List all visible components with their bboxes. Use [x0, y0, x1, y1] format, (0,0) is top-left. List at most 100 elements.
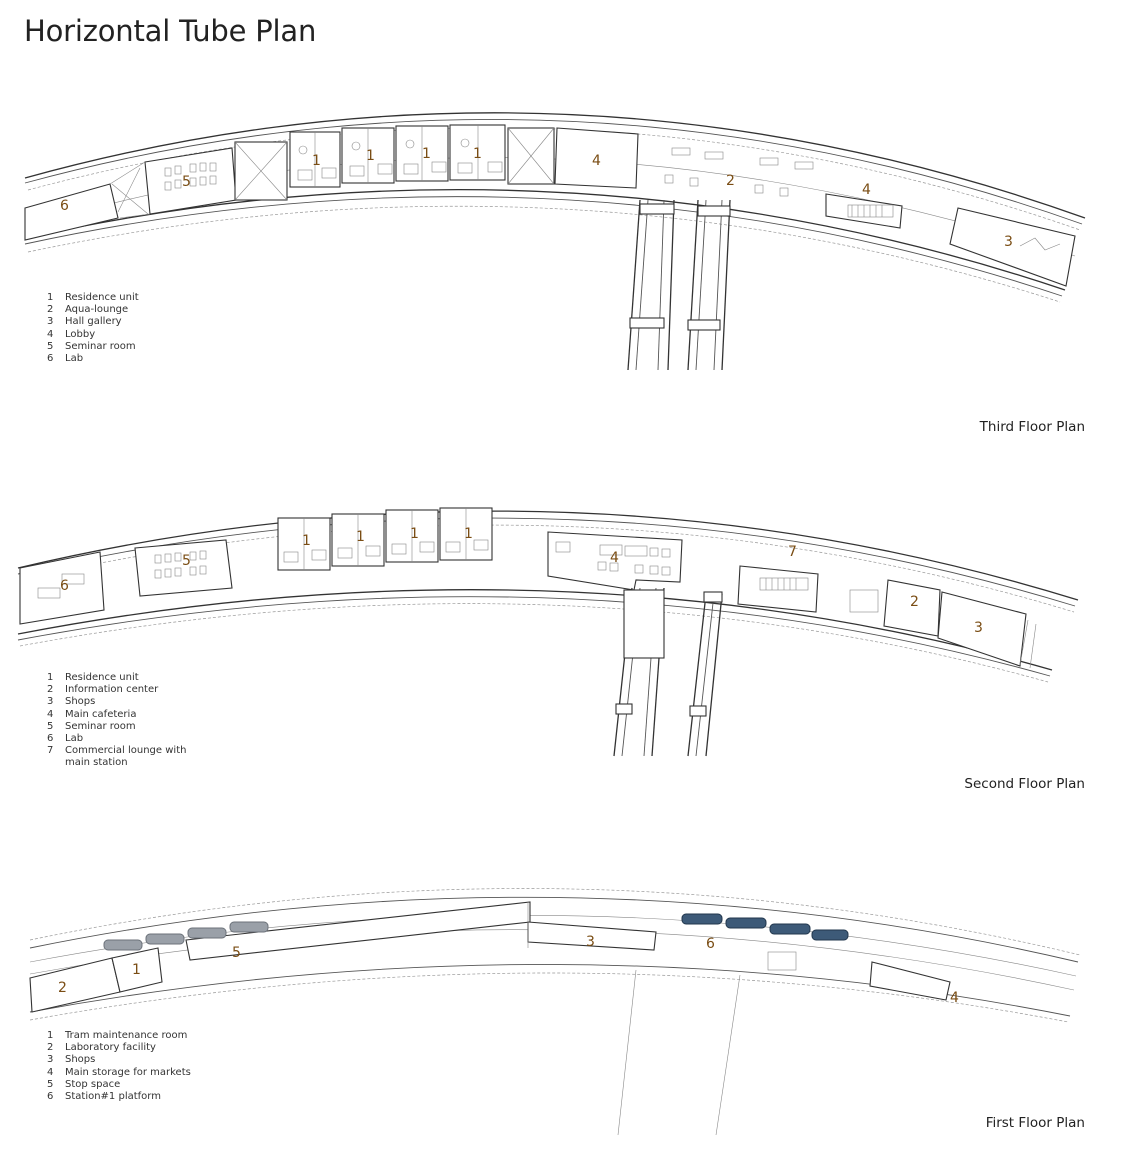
room-label: 6 [60, 198, 69, 214]
first-floor-legend: 1 Tram maintenance room 2 Laboratory facili… [47, 1030, 191, 1103]
room-label: 7 [788, 544, 797, 560]
shops-room [937, 591, 1027, 667]
legend-label: Commercial lounge with [65, 745, 187, 757]
room-label: 5 [182, 553, 191, 569]
legend-label: Lab [65, 353, 84, 365]
legend-label: Tram maintenance room [65, 1030, 188, 1041]
legend-number: 2 [47, 1042, 54, 1054]
room-label: 1 [312, 153, 321, 169]
room-label: 4 [862, 182, 871, 198]
room-label: 2 [910, 594, 919, 610]
legend-item: 3 Shops [47, 1054, 191, 1066]
legend-label: Shops [65, 696, 96, 708]
room-label: 1 [132, 962, 141, 978]
legend-item: 1 Tram maintenance room [47, 1030, 191, 1042]
legend-number: 7 [47, 745, 54, 757]
second-floor-plan: 6 5 1 1 1 1 4 7 2 3 [17, 507, 1079, 757]
first-floor-plan: 2 1 5 3 6 4 [29, 888, 1081, 1136]
tram-blue [681, 913, 849, 941]
legend-item: 6 Station#1 platform [47, 1091, 191, 1103]
second-floor-caption: Second Floor Plan [964, 776, 1085, 792]
legend-label: Seminar room [65, 720, 136, 732]
legend-item: 5 Seminar room [47, 341, 139, 353]
legend-label: Main storage for markets [65, 1066, 191, 1078]
room-label: 3 [1004, 234, 1013, 250]
legend-number: 6 [47, 1091, 54, 1103]
legend-label: Stop space [65, 1078, 121, 1090]
room-label: 4 [610, 550, 619, 566]
legend-number: 1 [47, 292, 54, 303]
legend-item: 4 Main storage for markets [47, 1067, 191, 1079]
lab-room [19, 551, 105, 625]
tram-grey [103, 921, 269, 951]
legend-label: Station#1 platform [65, 1091, 161, 1103]
legend-number: 3 [47, 316, 54, 328]
legend-number: 5 [47, 720, 54, 732]
legend-item: 5 Seminar room [47, 721, 186, 733]
cafeteria-room [547, 531, 683, 591]
legend-label: Residence unit [65, 292, 139, 303]
legend-item: 6 Lab [47, 733, 186, 745]
legend-label: Laboratory facility [65, 1042, 156, 1054]
residence-units [277, 507, 493, 571]
room-label: 2 [726, 173, 735, 189]
legend-label: Seminar room [65, 340, 136, 352]
legend-label: Hall gallery [65, 316, 122, 328]
main-storage-room [869, 961, 951, 1001]
room-label: 3 [586, 934, 595, 950]
room-label: 1 [366, 148, 375, 164]
page-title: Horizontal Tube Plan [24, 14, 317, 48]
third-floor-caption: Third Floor Plan [979, 419, 1085, 435]
room-label: 5 [232, 945, 241, 961]
hall-gallery-room [949, 207, 1076, 287]
legend-number: 6 [47, 733, 54, 745]
legend-item: main station [47, 757, 186, 769]
room-label: 1 [356, 529, 365, 545]
legend-item: 7 Commercial lounge with [47, 745, 186, 757]
legend-number: 3 [47, 696, 54, 708]
room-label: 1 [464, 526, 473, 542]
first-floor-caption: First Floor Plan [985, 1115, 1085, 1131]
legend-label: Lab [65, 733, 84, 745]
legend-item: 5 Stop space [47, 1079, 191, 1091]
legend-item: 1 Residence unit [47, 292, 139, 304]
lobby-room [554, 127, 639, 189]
legend-number: 4 [47, 1066, 54, 1078]
room-label: 6 [706, 936, 715, 952]
legend-number: 5 [47, 340, 54, 352]
legend-number: 5 [47, 1078, 54, 1090]
legend-label: Residence unit [65, 672, 139, 683]
legend-number: 2 [47, 304, 54, 316]
room-label: 5 [182, 174, 191, 190]
legend-number: 4 [47, 708, 54, 720]
legend-number: 2 [47, 684, 54, 696]
legend-number: 3 [47, 1054, 54, 1066]
room-label: 3 [974, 620, 983, 636]
legend-label: Lobby [65, 328, 96, 340]
legend-item: 2 Laboratory facility [47, 1042, 191, 1054]
room-label: 1 [302, 533, 311, 549]
legend-label: Main cafeteria [65, 708, 137, 720]
legend-item: 3 Hall gallery [47, 316, 139, 328]
legend-label: Shops [65, 1054, 96, 1066]
residence-units [289, 124, 506, 188]
legend-item: 4 Main cafeteria [47, 709, 186, 721]
room-label: 1 [473, 146, 482, 162]
room-label: 2 [58, 980, 67, 996]
tram-maintenance-room [111, 947, 163, 993]
room-label: 1 [422, 146, 431, 162]
third-floor-plan: 6 5 1 1 1 1 4 2 4 3 [24, 112, 1086, 371]
seminar-room [134, 539, 233, 597]
room-label: 4 [592, 153, 601, 169]
lab-room [24, 183, 119, 241]
legend-number: 1 [47, 1030, 54, 1041]
legend-number: 6 [47, 353, 54, 365]
room-label: 6 [60, 578, 69, 594]
